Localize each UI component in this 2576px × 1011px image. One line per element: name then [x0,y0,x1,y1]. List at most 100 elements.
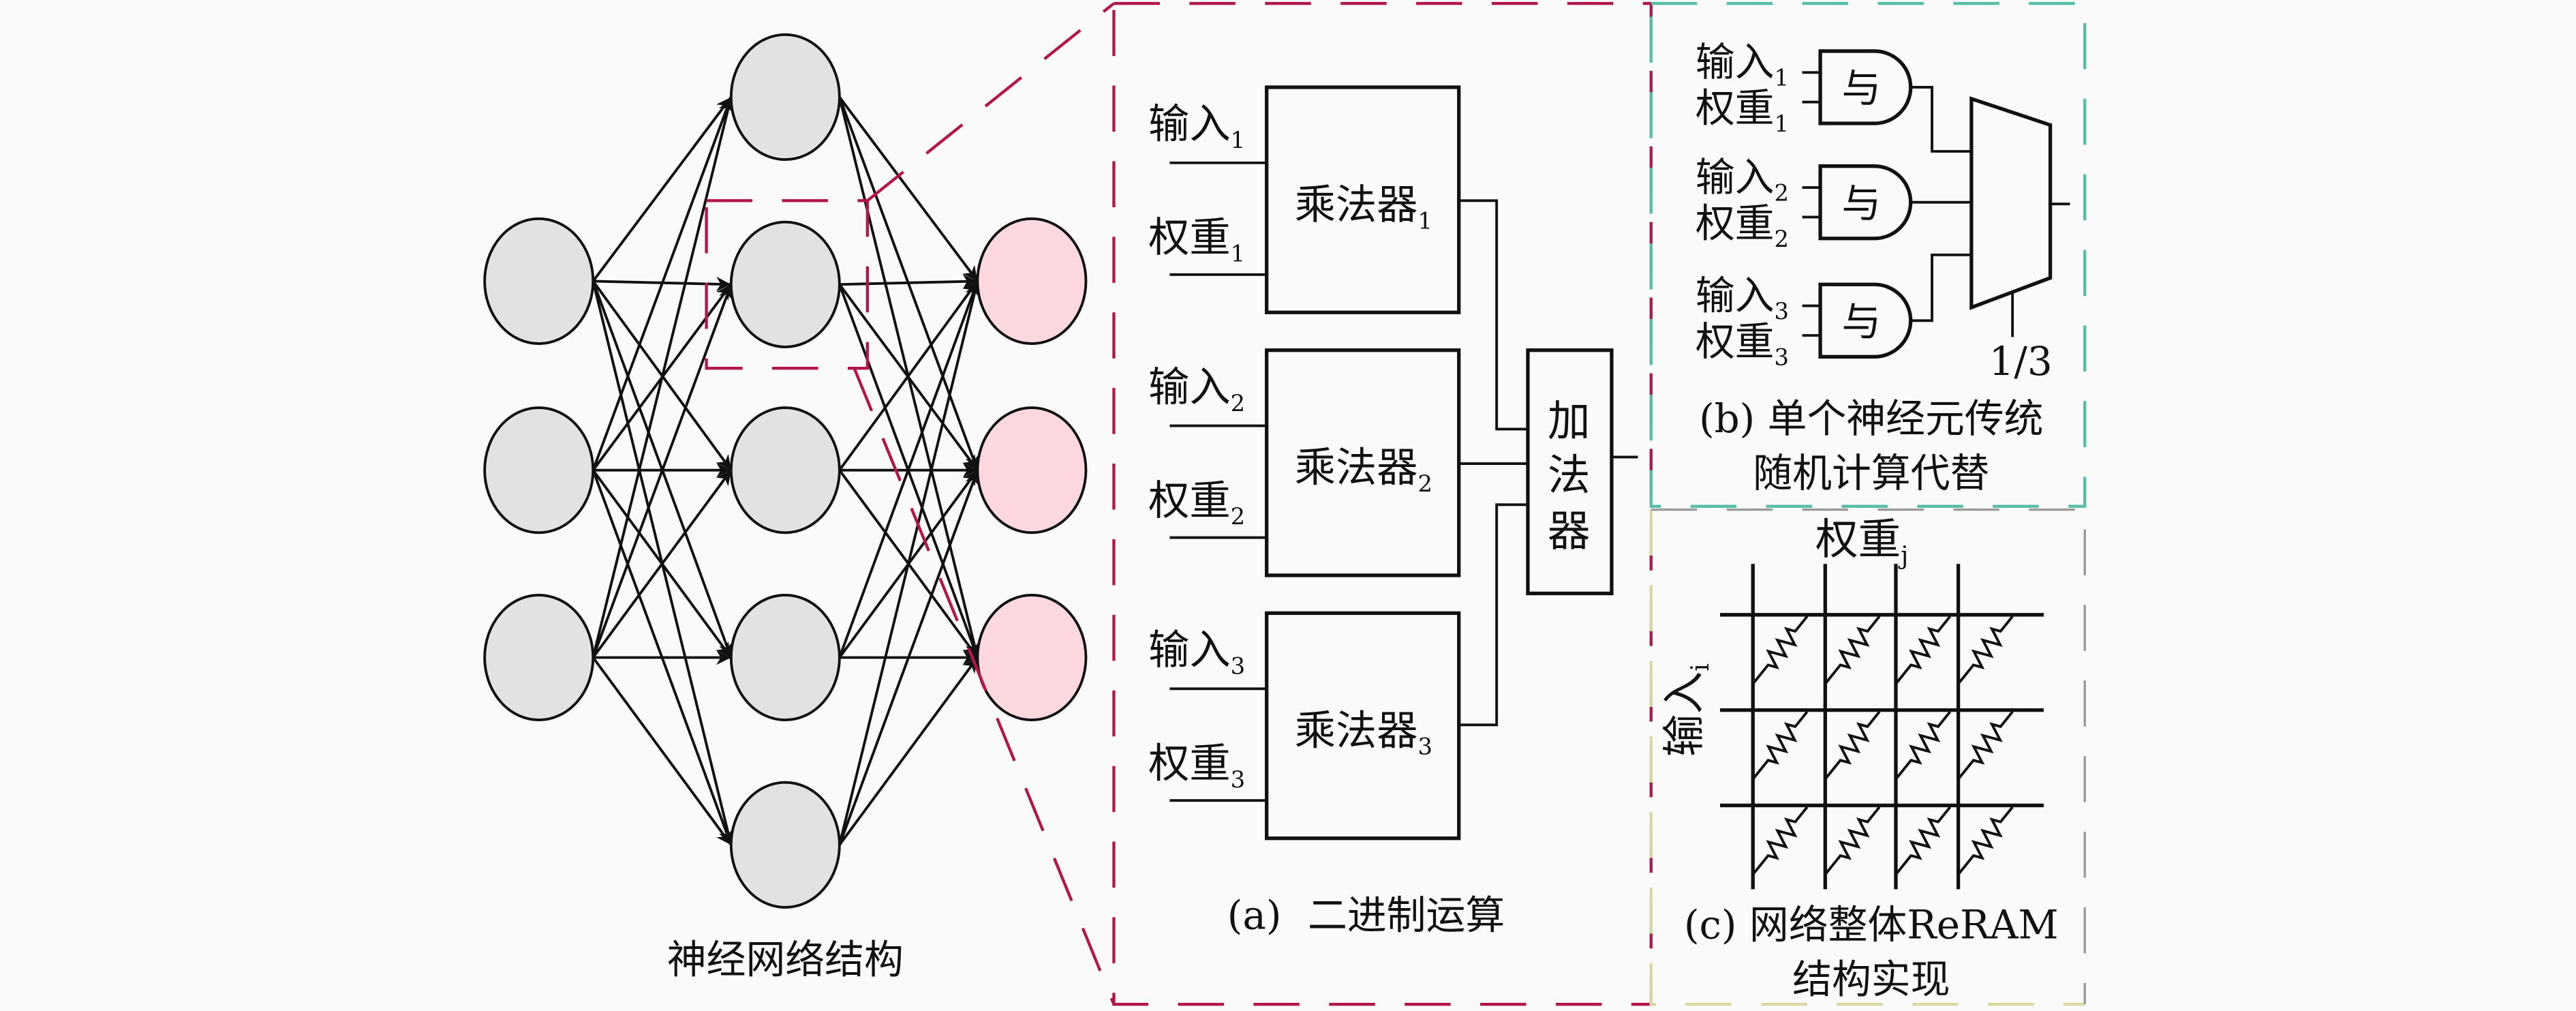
weight-label: 权重2 [1696,200,1789,252]
input-neuron [483,217,595,345]
reram-resistor [1957,806,2014,875]
adder-block [1526,348,1614,596]
panel-a-caption-tag: (a) [1227,892,1282,938]
network-connection-arrow [592,96,733,282]
reram-resistor [1957,710,2014,781]
adder-label-char: 法 [1548,451,1591,500]
crossbar-weight-label: 权重j [1815,515,1909,570]
input-label: 输入2 [1696,154,1789,206]
weight-label-subscript: 3 [1775,344,1789,370]
weight-label-text: 权重 [1696,200,1775,246]
and-gate-label: 与 [1841,65,1881,112]
network-connection-arrow [592,96,735,658]
weight-label: 权重3 [1696,318,1789,370]
zoom-indicator [705,1,2087,1006]
reram-resistor [1751,710,1809,781]
multiplier3-to-adder-wire [1458,503,1528,727]
network-connection-arrow [592,657,733,846]
input-label: 输入3 [1148,627,1245,679]
output-neuron [976,593,1088,722]
multiplier-label-subscript: 2 [1418,470,1432,497]
network-connection-arrow [838,96,979,282]
network-connection-arrow [838,280,980,659]
input-label-text: 输入 [1148,101,1231,149]
neural-network-structure: 神经网络结构 [483,33,1088,982]
input-neuron [483,593,595,722]
reram-resistor [1751,616,1809,685]
network-connection-arrow [838,470,980,845]
panel-a-border [1112,1,1653,1006]
input-label-text: 输入 [1148,363,1231,411]
weight-label-text: 权重 [1148,214,1231,262]
reram-resistor [1895,616,1952,685]
network-connection-arrow [839,274,978,289]
gate3-to-mux-wire [1910,253,1972,322]
output-neuron [976,217,1088,345]
weight-label: 权重1 [1696,85,1789,137]
input-label-subscript: 1 [1775,65,1789,91]
input-label-subscript: 2 [1231,390,1245,417]
panel-a-caption: (a) 二进制运算 [1227,892,1505,938]
hidden-neuron [729,406,841,534]
multiplier-label-text: 乘法器 [1295,444,1418,492]
weight-label-text: 权重 [1148,477,1231,525]
hidden-neuron [729,33,841,161]
mux-select-label: 1/3 [1989,338,2053,384]
multiplier1-to-adder-wire [1458,199,1528,431]
input-label: 输入1 [1696,39,1789,91]
panel-c-caption-line2: 结构实现 [1792,956,1950,1002]
input-label-subscript: 3 [1231,653,1245,680]
zoom-line-bottom [853,367,1116,1005]
multiplier-label-text: 乘法器 [1295,707,1418,755]
input-label-subscript: 2 [1775,179,1789,206]
reram-resistor [1751,806,1809,875]
and-gate-label: 与 [1841,180,1881,226]
panel-c-border-left [1649,509,2085,1006]
multiplier-label: 乘法器1 [1295,181,1432,234]
panel-c-border-right [1651,508,2086,1005]
multiplier-label-subscript: 3 [1418,734,1432,760]
adder-label-char: 器 [1548,507,1591,556]
reram-resistor [1824,710,1881,781]
input-label-subscript: 3 [1775,298,1789,325]
network-connection-arrow [592,96,733,471]
network-connection-arrow [838,280,981,845]
crossbar-weight-label-subscript: j [1898,541,1908,570]
weight-label-subscript: 1 [1231,241,1245,267]
weight-label-subscript: 2 [1231,503,1245,530]
reram-resistor [1895,806,1952,875]
network-connection-arrow [592,284,733,659]
crossbar-input-label-subscript: i [1685,663,1715,672]
panel-a-caption-text: 二进制运算 [1308,892,1505,938]
weight-label-subscript: 2 [1775,226,1789,252]
multiplier-label-text: 乘法器 [1295,181,1418,229]
input-label-text: 输入 [1696,39,1775,85]
weight-label-text: 权重 [1696,85,1775,132]
input-label: 输入3 [1696,272,1789,324]
weight-label-text: 权重 [1148,740,1231,787]
crossbar-input-label-text: 输入 [1659,672,1709,757]
weight-label: 权重1 [1148,214,1245,267]
panel-b-border [1649,1,2087,508]
input-label-text: 输入 [1696,154,1775,200]
reram-resistor [1957,616,2014,685]
adder-label-char: 加 [1548,396,1591,446]
input-label-text: 输入 [1696,272,1775,318]
reram-resistor [1824,806,1881,875]
weight-label-text: 权重 [1696,318,1775,365]
reram-resistor [1895,710,1952,781]
input-label-text: 输入 [1148,627,1231,674]
and-gate-label: 与 [1841,299,1881,345]
crossbar-weight-label-text: 权重 [1815,515,1901,564]
and-gate [1818,49,1913,125]
crossbar-input-label: 输入i [1659,663,1715,757]
zoom-source-box [705,199,870,370]
hidden-neuron [729,220,841,348]
and-gate [1818,282,1913,359]
network-connection-arrow [592,469,733,659]
weight-label: 权重2 [1148,477,1245,530]
zoom-line-top [866,2,1115,202]
